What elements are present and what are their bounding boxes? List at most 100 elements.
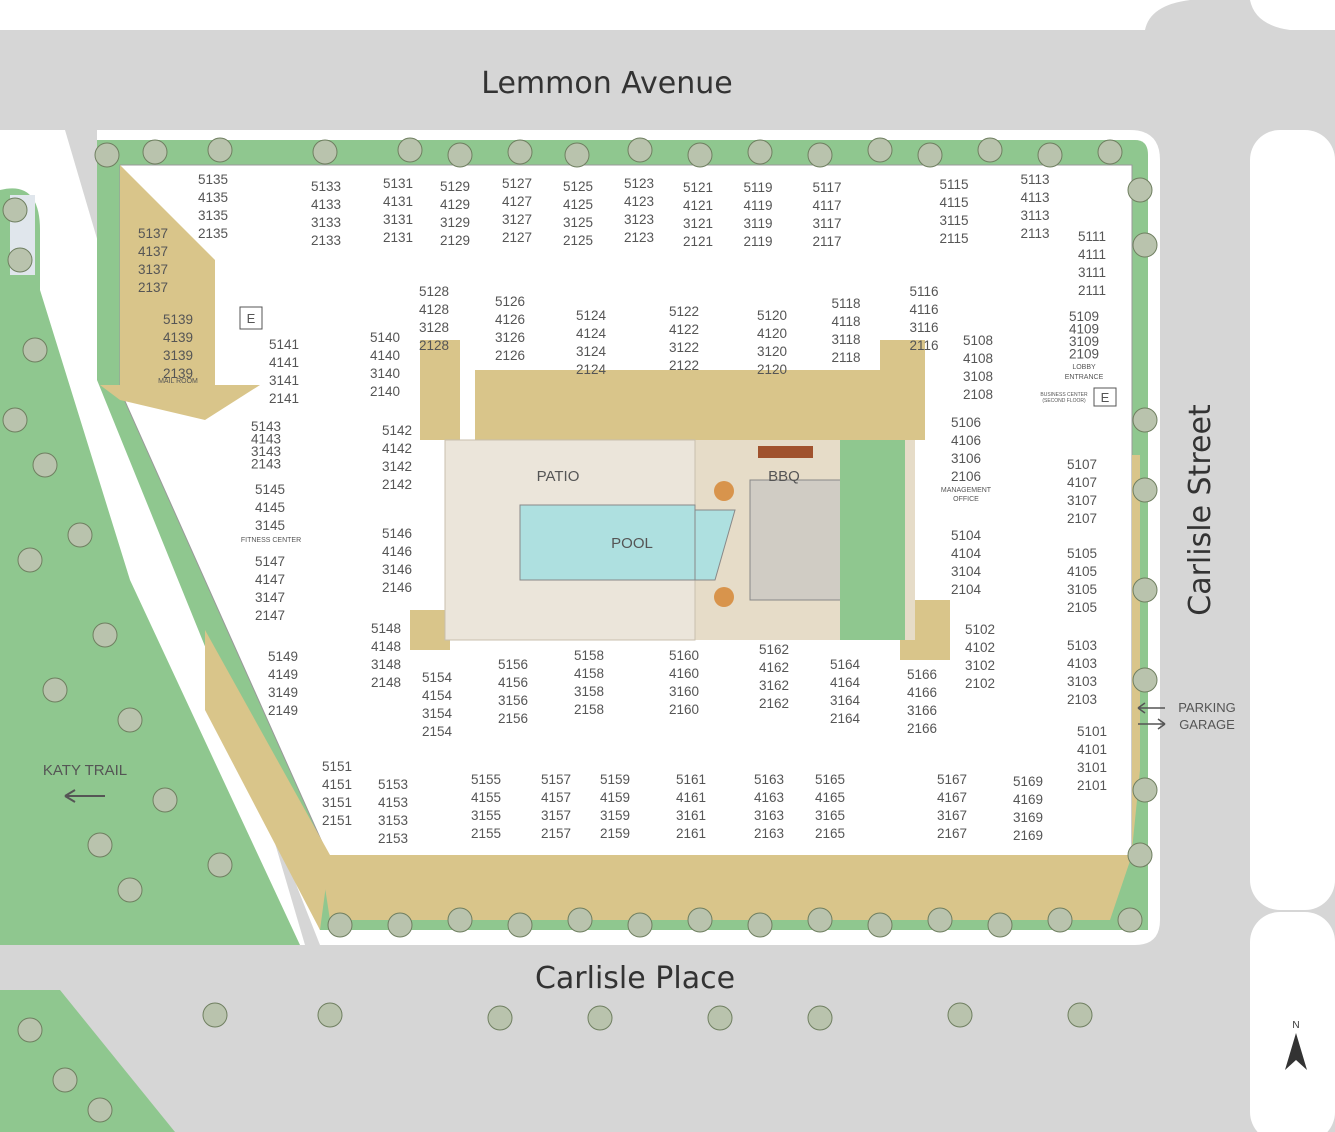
unit-number-5131-line-3: 3131 xyxy=(383,212,413,227)
unit-number-5124-line-1: 5124 xyxy=(576,308,607,323)
unit-number-5159-line-1: 5159 xyxy=(600,772,630,787)
unit-number-5102-line-3: 3102 xyxy=(965,658,995,673)
unit-number-5108-line-4: 2108 xyxy=(963,387,993,402)
unit-number-5121-line-1: 5121 xyxy=(683,180,713,195)
unit-number-5149-line-4: 2149 xyxy=(268,703,298,718)
unit-number-5146-line-3: 3146 xyxy=(382,562,412,577)
unit-number-5126-line-2: 4126 xyxy=(495,312,525,327)
unit-number-5143-line-2: 4143 xyxy=(251,432,281,447)
unit-number-5120-line-4: 2120 xyxy=(757,362,787,377)
unit-number-5158-line-1: 5158 xyxy=(574,648,604,663)
unit-number-5131-line-4: 2131 xyxy=(383,230,413,245)
tree-icon xyxy=(1132,777,1158,803)
tree-icon xyxy=(1117,907,1143,933)
unit-number-5116-line-4: 2116 xyxy=(909,338,938,353)
unit-number-5137-line-1: 5137 xyxy=(138,226,168,241)
unit-number-5127-line-1: 5127 xyxy=(502,176,532,191)
tree-icon xyxy=(587,1005,613,1031)
unit-number-5105-line-4: 2105 xyxy=(1067,600,1097,615)
unit-number-5101-line-3: 3101 xyxy=(1077,760,1107,775)
inner-roof xyxy=(420,340,460,440)
unit-number-5131-line-2: 4131 xyxy=(383,194,413,209)
corner-block xyxy=(0,0,1190,30)
unit-number-5155-line-2: 4155 xyxy=(471,790,501,805)
table xyxy=(714,481,734,501)
unit-number-5147-line-4: 2147 xyxy=(255,608,285,623)
unit-number-5149-line-2: 4149 xyxy=(268,667,298,682)
tree-icon xyxy=(564,142,590,168)
unit-number-5135-line-1: 5135 xyxy=(198,172,228,187)
unit-number-5113-line-1: 5113 xyxy=(1020,172,1049,187)
unit-number-5140-line-3: 3140 xyxy=(370,366,400,381)
unit-number-5137-line-2: 4137 xyxy=(138,244,168,259)
unit-number-5154-line-2: 4154 xyxy=(422,688,453,703)
unit-number-5148-line-4: 2148 xyxy=(371,675,401,690)
unit-number-5167-line-1: 5167 xyxy=(937,772,967,787)
patio-label: PATIO xyxy=(537,468,580,485)
unit-number-5101-line-4: 2101 xyxy=(1077,778,1107,793)
unit-number-5123-line-2: 4123 xyxy=(624,194,654,209)
inner-roof xyxy=(880,340,925,440)
unit-number-5115-line-4: 2115 xyxy=(939,231,968,246)
tree-icon xyxy=(707,1005,733,1031)
unit-number-5101-line-1: 5101 xyxy=(1077,724,1107,739)
tree-icon xyxy=(627,137,653,163)
tree-icon xyxy=(507,912,533,938)
unit-number-5159-line-4: 2159 xyxy=(600,826,630,841)
unit-number-5164-line-2: 4164 xyxy=(830,675,861,690)
unit-number-5164-line-3: 3164 xyxy=(830,693,861,708)
katy-trail-park xyxy=(0,188,300,946)
unit-number-5123-line-4: 2123 xyxy=(624,230,654,245)
tree-icon xyxy=(42,677,68,703)
unit-number-5155-line-4: 2155 xyxy=(471,826,501,841)
tree-icon xyxy=(67,522,93,548)
unit-number-5162-line-1: 5162 xyxy=(759,642,789,657)
unit-number-5145-line-1: 5145 xyxy=(255,482,285,497)
tree-icon xyxy=(207,137,233,163)
unit-number-5104-line-4: 2104 xyxy=(951,582,982,597)
management-label: MANAGEMENT xyxy=(941,487,992,494)
tree-icon xyxy=(807,142,833,168)
unit-number-5103-line-4: 2103 xyxy=(1067,692,1097,707)
unit-number-5161-line-3: 3161 xyxy=(676,808,706,823)
unit-number-5121-line-2: 4121 xyxy=(683,198,713,213)
unit-number-5109-line-2: 4109 xyxy=(1069,322,1099,337)
unit-number-5153-line-1: 5153 xyxy=(378,777,408,792)
street-carlisle-place: Carlisle Place xyxy=(535,961,735,996)
unit-number-5120-line-2: 4120 xyxy=(757,326,787,341)
lobby-label: LOBBY xyxy=(1072,364,1096,371)
unit-number-5115-line-2: 4115 xyxy=(939,195,968,210)
tree-icon xyxy=(977,137,1003,163)
unit-number-5139-line-4: 2139 xyxy=(163,366,193,381)
unit-number-5109-line-4: 2109 xyxy=(1069,347,1099,362)
unit-number-5165-line-1: 5165 xyxy=(815,772,845,787)
second-floor-label: (SECOND FLOOR) xyxy=(1042,398,1086,404)
unit-number-5127-line-2: 4127 xyxy=(502,194,532,209)
unit-number-5139-line-1: 5139 xyxy=(163,312,193,327)
unit-number-5135-line-4: 2135 xyxy=(198,226,228,241)
unit-number-5106-line-2: 4106 xyxy=(951,433,981,448)
unit-number-5117-line-3: 3117 xyxy=(812,216,841,231)
unit-number-5141-line-3: 3141 xyxy=(269,373,299,388)
parking-label: PARKING xyxy=(1178,700,1236,715)
unit-number-5105-line-1: 5105 xyxy=(1067,546,1097,561)
unit-number-5151-line-3: 3151 xyxy=(322,795,352,810)
unit-number-5155-line-1: 5155 xyxy=(471,772,501,787)
unit-number-5123-line-3: 3123 xyxy=(624,212,654,227)
unit-number-5113-line-3: 3113 xyxy=(1020,208,1049,223)
tree-icon xyxy=(17,1017,43,1043)
unit-number-5154-line-1: 5154 xyxy=(422,670,453,685)
unit-number-5155-line-3: 3155 xyxy=(471,808,501,823)
unit-number-5143-line-1: 5143 xyxy=(251,419,281,434)
roof-segment xyxy=(120,165,215,385)
unit-number-5169-line-1: 5169 xyxy=(1013,774,1043,789)
unit-number-5104-line-3: 3104 xyxy=(951,564,982,579)
unit-number-5131-line-1: 5131 xyxy=(383,176,413,191)
unit-number-5111-line-3: 3111 xyxy=(1078,265,1106,280)
unit-number-5125-line-3: 3125 xyxy=(563,215,593,230)
roof-segment xyxy=(320,855,1132,920)
unit-number-5164-line-4: 2164 xyxy=(830,711,861,726)
tree-icon xyxy=(94,142,120,168)
tree-icon xyxy=(87,1097,113,1123)
unit-number-5118-line-4: 2118 xyxy=(831,350,860,365)
